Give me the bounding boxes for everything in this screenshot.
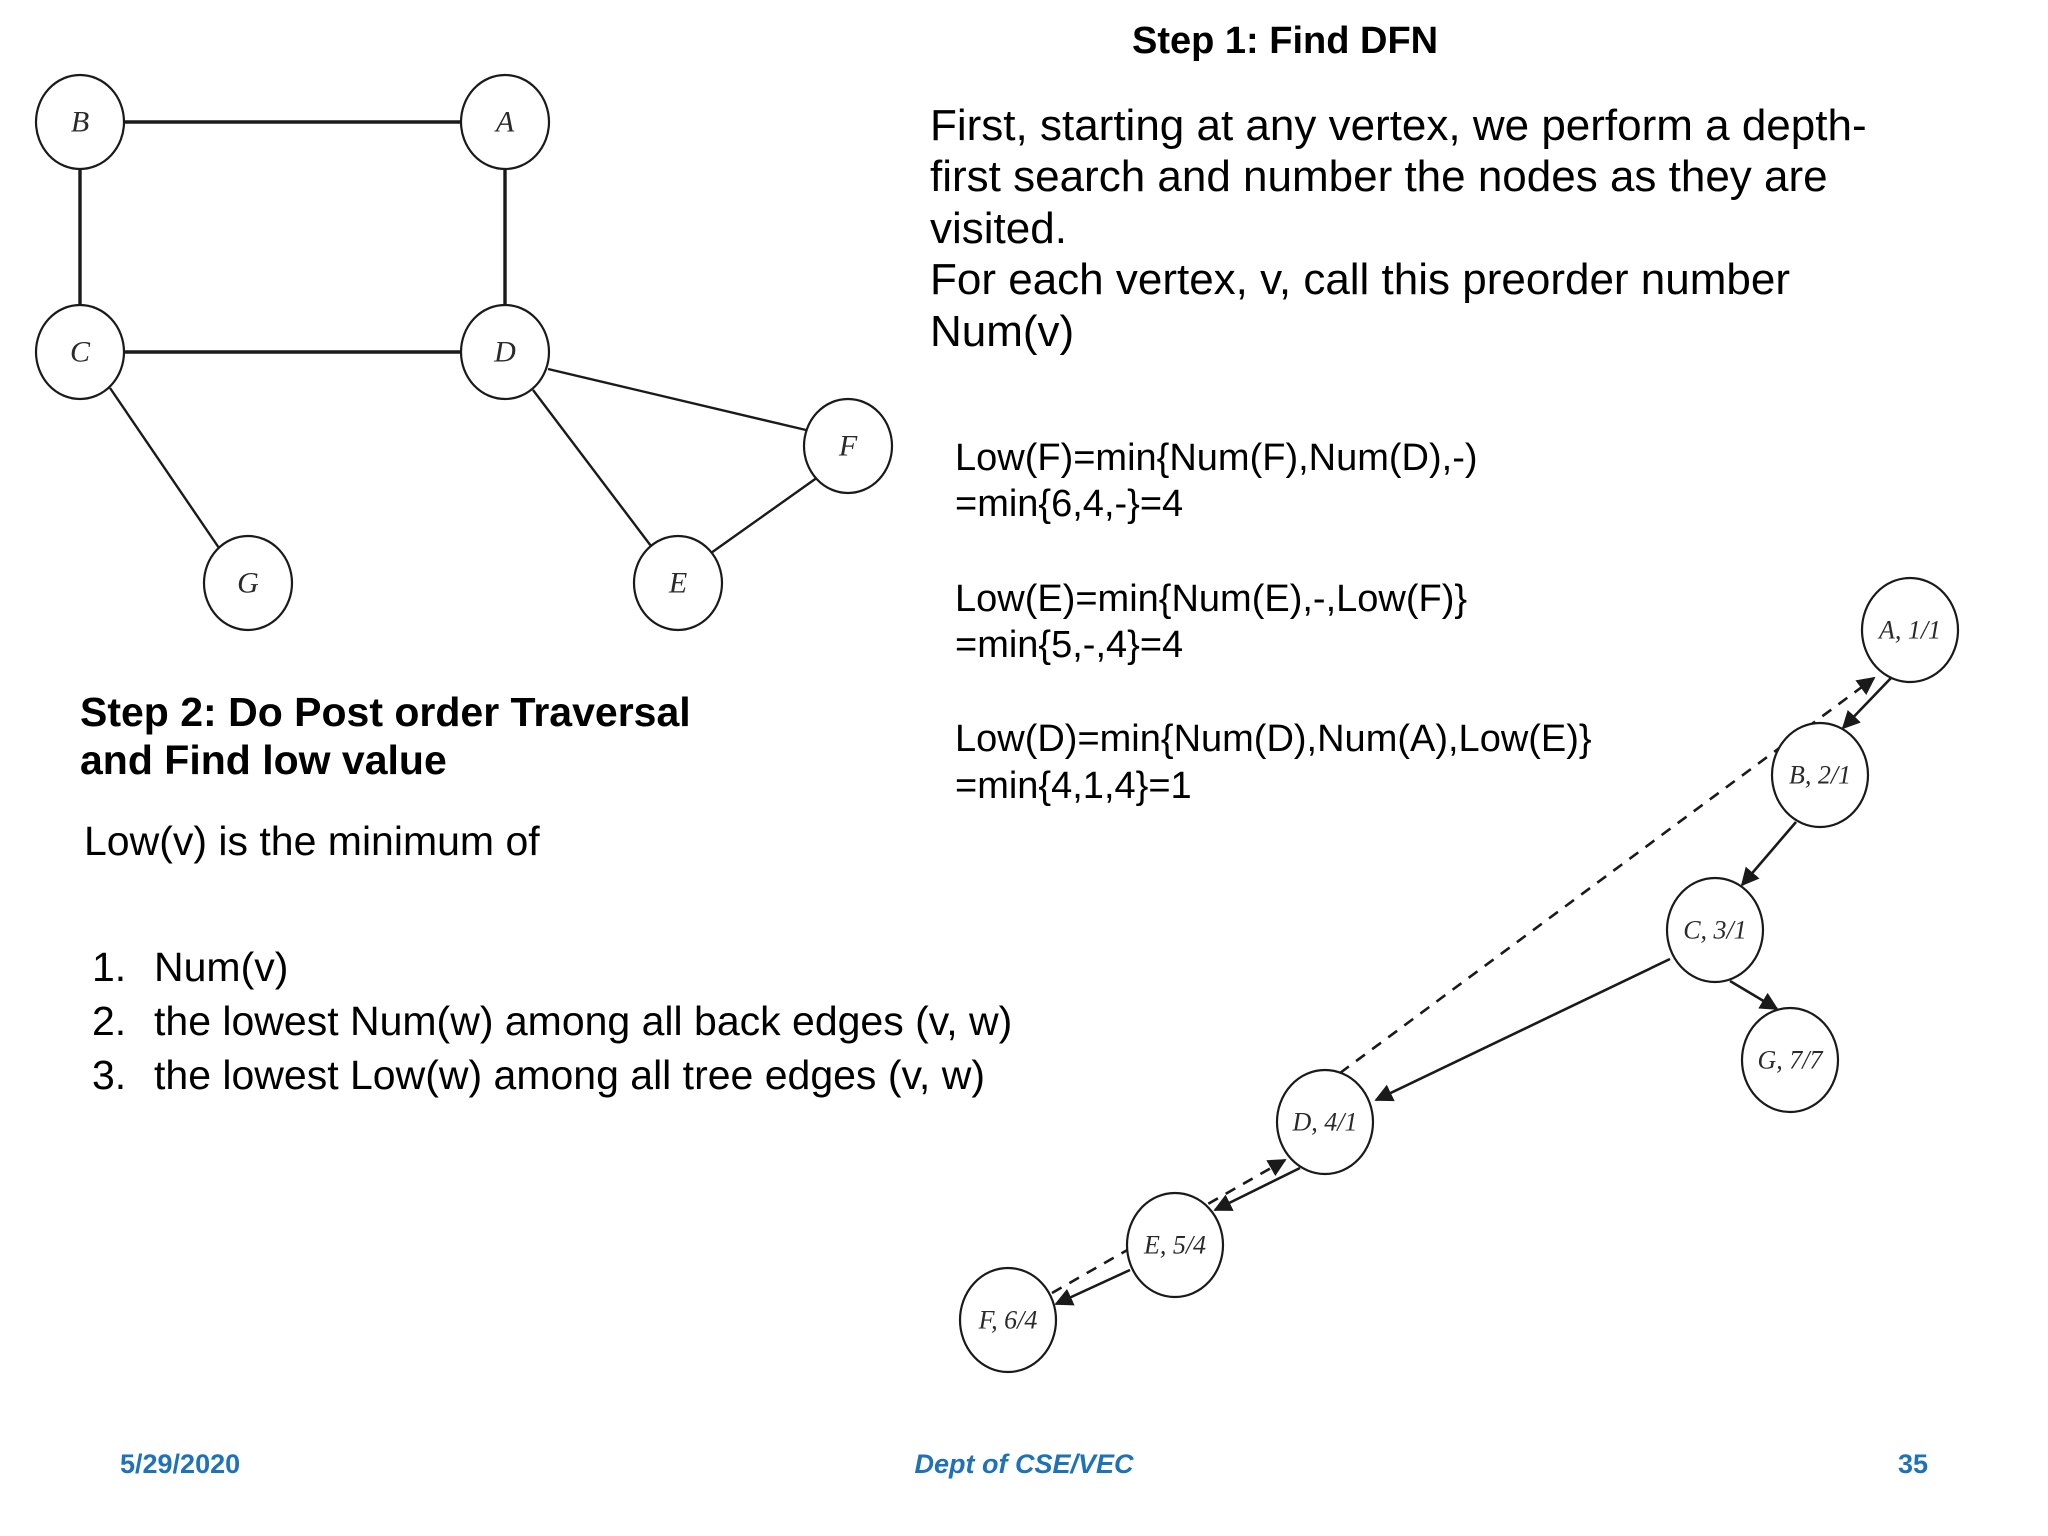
dfs-node-label-B: B, 2/1 bbox=[1789, 761, 1851, 790]
graph-edge-E-F bbox=[710, 476, 819, 554]
list-item-text: the lowest Low(w) among all tree edges (… bbox=[154, 1052, 985, 1099]
step1-line-2: first search and number the nodes as the… bbox=[930, 152, 1828, 202]
graph-node-label-A: A bbox=[494, 106, 515, 139]
dfs-node-circle-F bbox=[958, 1266, 1058, 1374]
footer-department: Dept of CSE/VEC bbox=[914, 1449, 1134, 1479]
graph-node-label-D: D bbox=[493, 336, 516, 369]
graph-node-label-E: E bbox=[668, 567, 687, 600]
equation-low-D-line2: =min{4,1,4}=1 bbox=[955, 764, 1192, 807]
graph-node-circle-F bbox=[802, 397, 894, 495]
dfs-node-label-E: E, 5/4 bbox=[1143, 1231, 1206, 1260]
tree-edge-A-B bbox=[1841, 677, 1892, 730]
dfs-node-circle-E bbox=[1125, 1191, 1225, 1299]
dfs-tree-figure: A, 1/1 B, 2/1 C, 3/1 G, 7/7 D, 4/1 E, 5/4 F, 6… bbox=[958, 576, 1960, 1374]
tree-edge-B-C bbox=[1740, 821, 1797, 887]
slide-footer: 5/29/2020 Dept of CSE/VEC 35 bbox=[0, 1449, 2048, 1505]
step2-ordered-list: 1. Num(v) 2. the lowest Num(w) among all… bbox=[80, 942, 1160, 1104]
step1-paragraph: First, starting at any vertex, we perfor… bbox=[930, 100, 2030, 357]
graph-node-circle-E bbox=[632, 534, 724, 632]
dfs-node-label-F: F, 6/4 bbox=[978, 1306, 1038, 1335]
dfs-node-circle-C bbox=[1665, 876, 1765, 984]
tree-edge-C-D bbox=[1374, 957, 1671, 1102]
equation-low-E-line2: =min{5,-,4}=4 bbox=[955, 624, 1184, 667]
step2-heading-line2: and Find low value bbox=[80, 737, 447, 784]
dfs-node-circle-A bbox=[1860, 576, 1960, 684]
graph-node-label-B: B bbox=[71, 106, 89, 139]
list-item: 1. Num(v) bbox=[80, 942, 1160, 992]
tree-edge-D-E bbox=[1213, 1166, 1301, 1212]
dfs-node-circle-D bbox=[1275, 1068, 1375, 1176]
graph-node-circle-C bbox=[34, 303, 126, 401]
equation-group-low-F: Low(F)=min{Num(F),Num(D),-) =min{6,4,-}=… bbox=[955, 435, 1795, 528]
dfs-node-circle-B bbox=[1770, 721, 1870, 829]
footer-page-number: 35 bbox=[1897, 1449, 1928, 1479]
equation-low-F-line2: =min{6,4,-}=4 bbox=[955, 483, 1184, 526]
step2-heading-line1: Step 2: Do Post order Traversal bbox=[80, 689, 691, 735]
dfs-node-label-G: G, 7/7 bbox=[1758, 1046, 1824, 1075]
back-edge-F-D bbox=[1051, 1158, 1287, 1295]
list-item-number: 3. bbox=[92, 1052, 127, 1099]
graph-node-circle-G bbox=[202, 534, 294, 632]
dfs-node-label-D: D, 4/1 bbox=[1292, 1108, 1358, 1137]
list-item-text: the lowest Num(w) among all back edges (… bbox=[154, 998, 1013, 1045]
step1-line-5: Num(v) bbox=[930, 306, 1075, 356]
graph-node-circle-A bbox=[459, 73, 551, 171]
dfs-tree-back-edges bbox=[1051, 676, 1876, 1295]
step1-heading: Step 1: Find DFN bbox=[1132, 20, 1439, 62]
dfs-node-circle-G bbox=[1740, 1006, 1840, 1114]
graph-node-circle-B bbox=[34, 73, 126, 171]
graph-edge-D-E bbox=[532, 389, 652, 547]
footer-date: 5/29/2020 bbox=[120, 1449, 241, 1479]
dfs-node-label-C: C, 3/1 bbox=[1683, 916, 1747, 945]
equation-low-D-line1: Low(D)=min{Num(D),Num(A),Low(E)} bbox=[955, 718, 1592, 761]
list-item: 3. the lowest Low(w) among all tree edge… bbox=[80, 1050, 1160, 1100]
graph-node-label-G: G bbox=[237, 567, 259, 600]
graph-node-circle-D bbox=[459, 303, 551, 401]
graph-edge-D-F bbox=[547, 367, 807, 432]
graph-edge-C-G bbox=[109, 387, 220, 549]
equation-group-low-E: Low(E)=min{Num(E),-,Low(F)} =min{5,-,4}=… bbox=[955, 576, 1795, 669]
tree-edge-E-F bbox=[1054, 1268, 1131, 1306]
step1-line-1: First, starting at any vertex, we perfor… bbox=[930, 101, 1867, 150]
step1-line-4: For each vertex, v, call this preorder n… bbox=[930, 255, 1790, 305]
dfs-node-label-A: A, 1/1 bbox=[1877, 616, 1941, 645]
low-equations-block: Low(F)=min{Num(F),Num(D),-) =min{6,4,-}=… bbox=[955, 435, 1795, 809]
list-item: 2. the lowest Num(w) among all back edge… bbox=[80, 996, 1160, 1046]
equation-low-E-line1: Low(E)=min{Num(E),-,Low(F)} bbox=[955, 577, 1468, 620]
back-edge-D-A bbox=[1339, 676, 1876, 1075]
dfs-tree-nodes: A, 1/1 B, 2/1 C, 3/1 G, 7/7 D, 4/1 E, 5/4 F, 6… bbox=[958, 576, 1960, 1374]
list-item-text: Num(v) bbox=[154, 944, 289, 990]
graph-node-label-F: F bbox=[838, 430, 858, 463]
list-item-number: 1. bbox=[92, 944, 127, 990]
step2-subtitle: Low(v) is the minimum of bbox=[84, 818, 540, 864]
equation-low-F-line1: Low(F)=min{Num(F),Num(D),-) bbox=[955, 437, 1478, 479]
list-item-number: 2. bbox=[92, 998, 127, 1045]
tree-edge-C-G bbox=[1729, 979, 1779, 1011]
step1-line-3: visited. bbox=[930, 203, 1067, 253]
equation-group-low-D: Low(D)=min{Num(D),Num(A),Low(E)} =min{4,… bbox=[955, 716, 1795, 809]
undirected-graph-figure: B A C D F G E bbox=[34, 73, 894, 632]
step2-heading: Step 2: Do Post order Traversal and Find… bbox=[80, 688, 910, 785]
graph-node-label-C: C bbox=[70, 336, 91, 369]
undirected-graph-nodes: B A C D F G E bbox=[34, 73, 894, 632]
